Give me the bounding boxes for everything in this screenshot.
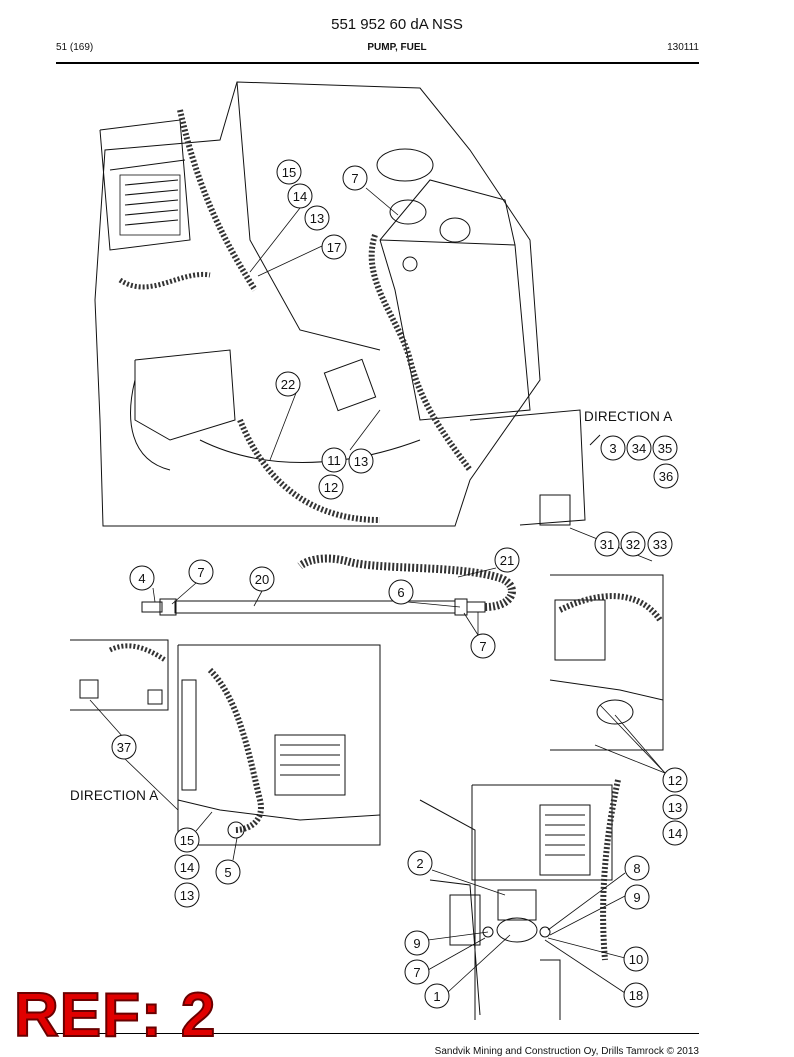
callout: 7 <box>404 959 430 985</box>
svg-text:15: 15 <box>282 165 296 180</box>
svg-text:1: 1 <box>433 989 440 1004</box>
svg-text:22: 22 <box>281 377 295 392</box>
callout: 2 <box>407 850 433 876</box>
svg-text:13: 13 <box>180 888 194 903</box>
svg-text:21: 21 <box>500 553 514 568</box>
callout: 9 <box>624 884 650 910</box>
section-title: PUMP, FUEL <box>367 42 427 53</box>
callout: 14 <box>174 854 200 880</box>
callout: 7 <box>188 559 214 585</box>
svg-text:9: 9 <box>413 936 420 951</box>
svg-text:3: 3 <box>609 441 616 456</box>
callout: 15 <box>174 827 200 853</box>
document-title: 551 952 60 dA NSS <box>331 16 463 33</box>
callout: 11 <box>321 447 347 473</box>
svg-text:37: 37 <box>117 740 131 755</box>
svg-text:33: 33 <box>653 537 667 552</box>
header-rule <box>56 62 699 64</box>
callout: 14 <box>287 183 313 209</box>
callout: 13 <box>662 794 688 820</box>
callout: 1 <box>424 983 450 1009</box>
svg-text:2: 2 <box>416 856 423 871</box>
callout: 32 <box>620 531 646 557</box>
callout: 33 <box>647 531 673 557</box>
callout: 13 <box>174 882 200 908</box>
svg-text:12: 12 <box>324 480 338 495</box>
callout: 36 <box>653 463 679 489</box>
callout: 35 <box>652 435 678 461</box>
callout: 18 <box>623 982 649 1008</box>
callout: 8 <box>624 855 650 881</box>
svg-text:7: 7 <box>351 171 358 186</box>
callout: 34 <box>626 435 652 461</box>
callout: 13 <box>348 448 374 474</box>
callout: 10 <box>623 946 649 972</box>
svg-text:20: 20 <box>255 572 269 587</box>
svg-text:14: 14 <box>293 189 307 204</box>
svg-text:12: 12 <box>668 773 682 788</box>
callout: 20 <box>249 566 275 592</box>
callout: 22 <box>275 371 301 397</box>
direction-a-label: DIRECTION A <box>584 409 673 424</box>
svg-text:10: 10 <box>629 952 643 967</box>
svg-text:13: 13 <box>668 800 682 815</box>
callout: 37 <box>111 734 137 760</box>
callout: 21 <box>494 547 520 573</box>
svg-text:13: 13 <box>354 454 368 469</box>
callout: 12 <box>662 767 688 793</box>
overview-view <box>94 81 601 527</box>
svg-text:7: 7 <box>197 565 204 580</box>
svg-text:15: 15 <box>180 833 194 848</box>
svg-text:9: 9 <box>633 890 640 905</box>
svg-text:7: 7 <box>479 639 486 654</box>
footer-copyright: Sandvik Mining and Construction Oy, Dril… <box>434 1046 699 1057</box>
svg-text:11: 11 <box>327 453 341 468</box>
right-detail-view <box>549 574 664 751</box>
direction-a-label: DIRECTION A <box>70 788 159 803</box>
callout: 7 <box>470 633 496 659</box>
svg-text:34: 34 <box>632 441 646 456</box>
callout: 4 <box>129 565 155 591</box>
document-code: 130111 <box>667 42 699 53</box>
svg-text:5: 5 <box>224 865 231 880</box>
pump-detail-view <box>419 779 621 1020</box>
svg-text:14: 14 <box>180 860 194 875</box>
svg-text:13: 13 <box>310 211 324 226</box>
svg-text:35: 35 <box>658 441 672 456</box>
callout: 7 <box>342 165 368 191</box>
callout: 14 <box>662 820 688 846</box>
svg-text:6: 6 <box>397 585 404 600</box>
svg-text:17: 17 <box>327 240 341 255</box>
svg-text:7: 7 <box>413 965 420 980</box>
callouts: 15 14 13 7 17 22 11 13 12 3 34 35 36 31 … <box>111 159 688 1009</box>
callout: 3 <box>600 435 626 461</box>
svg-text:32: 32 <box>626 537 640 552</box>
callout: 17 <box>321 234 347 260</box>
callout: 9 <box>404 930 430 956</box>
callout: 12 <box>318 474 344 500</box>
left-detail-view <box>70 639 381 846</box>
ref-stamp: REF: 2 <box>13 981 217 1050</box>
svg-text:36: 36 <box>659 469 673 484</box>
callout: 5 <box>215 859 241 885</box>
svg-text:18: 18 <box>629 988 643 1003</box>
callout: 6 <box>388 579 414 605</box>
svg-text:8: 8 <box>633 861 640 876</box>
callout: 31 <box>594 531 620 557</box>
svg-text:4: 4 <box>138 571 145 586</box>
callout: 13 <box>304 205 330 231</box>
page-number: 51 (169) <box>56 42 94 53</box>
svg-text:31: 31 <box>600 537 614 552</box>
footer-rule <box>56 1033 699 1034</box>
callout: 15 <box>276 159 302 185</box>
svg-text:14: 14 <box>668 826 682 841</box>
hose-assembly-view <box>141 554 516 616</box>
